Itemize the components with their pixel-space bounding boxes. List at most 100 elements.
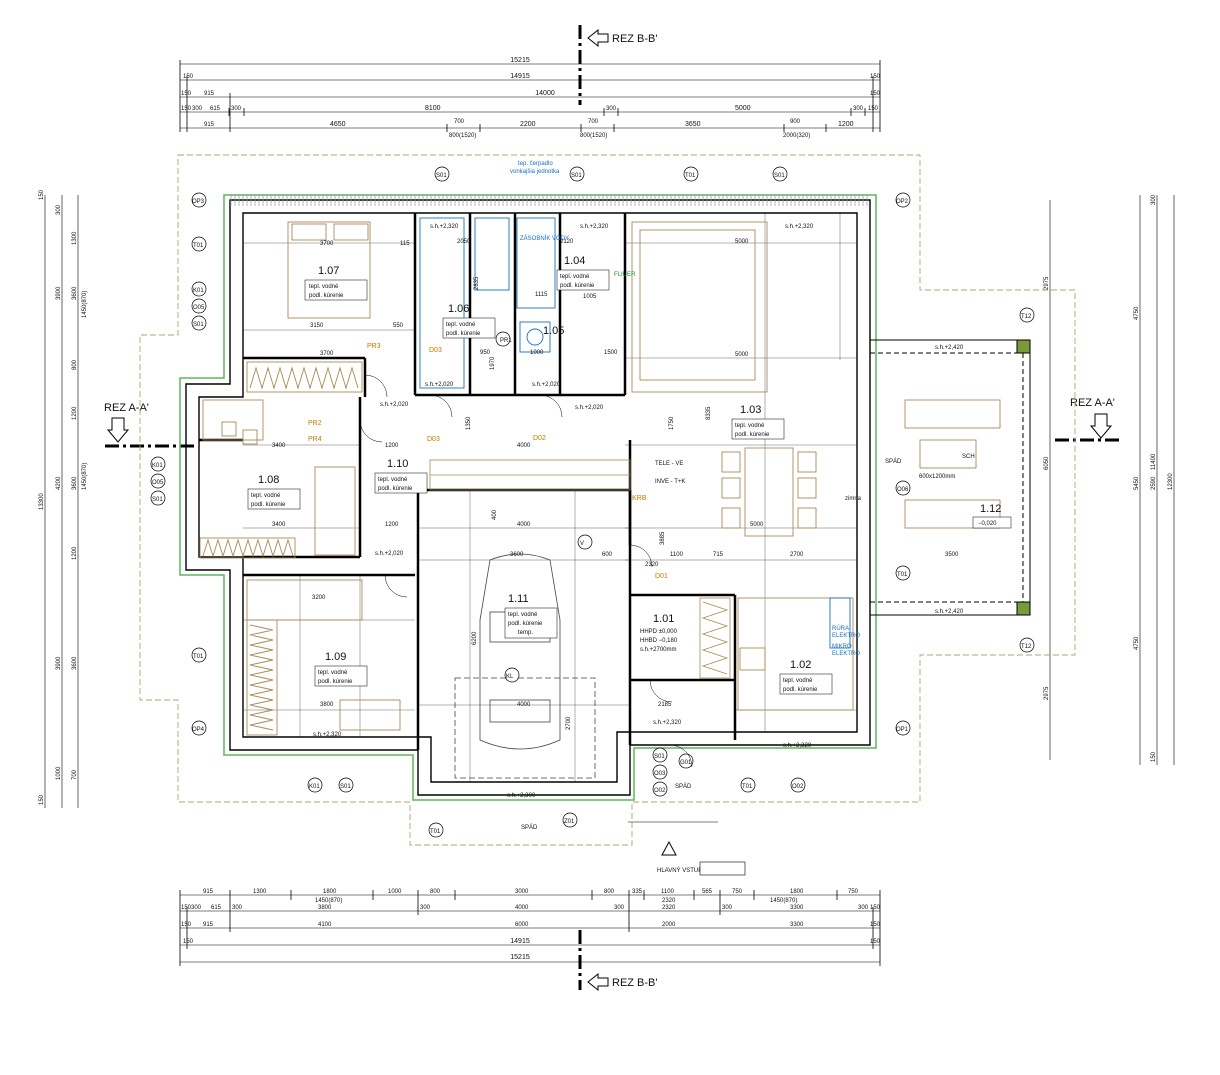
svg-text:150: 150: [183, 939, 194, 945]
svg-text:T01: T01: [742, 784, 753, 790]
svg-text:1100: 1100: [661, 889, 675, 895]
svg-text:s.h.+2,020: s.h.+2,020: [425, 382, 454, 388]
svg-text:podl. kúrenie: podl. kúrenie: [251, 502, 286, 508]
svg-text:tepl. vodné: tepl. vodné: [318, 670, 348, 676]
svg-text:D03: D03: [429, 347, 442, 354]
svg-text:T01: T01: [897, 572, 908, 578]
svg-text:3700: 3700: [320, 241, 334, 247]
room-labels: 1.07 tepl. vodné podl. kúrenie 1.06 tepl…: [247, 255, 1012, 695]
svg-text:915: 915: [203, 889, 214, 895]
dimension-text-right: 2975 6050 2975 4750 5450 11400 12300 475…: [1044, 194, 1174, 762]
svg-text:1000: 1000: [56, 766, 62, 780]
svg-text:1.10: 1.10: [387, 458, 408, 470]
svg-text:2200: 2200: [520, 121, 536, 128]
svg-text:3650: 3650: [685, 121, 701, 128]
svg-text:300: 300: [192, 106, 203, 112]
svg-text:D01: D01: [655, 573, 668, 580]
svg-text:O05: O05: [193, 305, 205, 311]
svg-text:400: 400: [492, 509, 498, 520]
svg-text:s.h.+2,420: s.h.+2,420: [935, 609, 964, 615]
bathroom-fixtures: [419, 217, 851, 649]
section-label-bb-bottom: REZ B-B': [612, 977, 658, 989]
svg-text:800(1520): 800(1520): [449, 133, 476, 139]
svg-text:1450(870): 1450(870): [770, 898, 797, 904]
svg-text:s.h.+2,020: s.h.+2,020: [375, 551, 404, 557]
svg-text:1200: 1200: [838, 121, 854, 128]
svg-text:300: 300: [1151, 194, 1157, 205]
svg-text:S01: S01: [193, 322, 204, 328]
svg-text:podl. kúrenie: podl. kúrenie: [783, 687, 818, 693]
svg-text:6050: 6050: [1044, 456, 1050, 470]
svg-text:1800: 1800: [790, 889, 804, 895]
svg-text:1450(870): 1450(870): [82, 291, 88, 318]
svg-text:1005: 1005: [583, 294, 597, 300]
svg-text:OP3: OP3: [192, 199, 205, 205]
svg-text:OP1: OP1: [896, 727, 909, 733]
svg-text:s.h.+2,020: s.h.+2,020: [575, 405, 604, 411]
svg-text:1.09: 1.09: [325, 651, 346, 663]
svg-text:15215: 15215: [510, 57, 530, 64]
svg-text:V: V: [580, 541, 584, 547]
svg-text:1300: 1300: [72, 231, 78, 245]
svg-text:K01: K01: [193, 288, 204, 294]
svg-text:T01: T01: [193, 654, 204, 660]
svg-text:KRB: KRB: [632, 495, 647, 502]
svg-text:300: 300: [191, 905, 202, 911]
svg-text:HLAVNÝ VSTUP: HLAVNÝ VSTUP: [657, 867, 702, 874]
svg-text:1970: 1970: [490, 356, 496, 370]
svg-text:podl. kúrenie: podl. kúrenie: [446, 331, 481, 337]
svg-text:915: 915: [203, 922, 214, 928]
svg-text:4750: 4750: [1134, 306, 1140, 320]
svg-text:S01: S01: [654, 754, 665, 760]
svg-text:750: 750: [848, 889, 859, 895]
svg-text:8335: 8335: [706, 406, 712, 420]
svg-text:1200: 1200: [385, 522, 399, 528]
svg-text:2185: 2185: [658, 702, 672, 708]
sill-height-labels: s.h.+2,320 s.h.+2,320 s.h.+2,320 s.h.+2,…: [313, 224, 964, 799]
svg-text:s.h.+2,300: s.h.+2,300: [507, 793, 536, 799]
svg-text:T12: T12: [1021, 644, 1032, 650]
svg-text:3600: 3600: [72, 286, 78, 300]
svg-text:PR4: PR4: [308, 436, 322, 443]
svg-text:600x1200mm: 600x1200mm: [919, 474, 955, 480]
svg-text:O03: O03: [654, 771, 666, 777]
construction-grid: [243, 213, 857, 782]
svg-text:SPÁD: SPÁD: [521, 824, 538, 831]
svg-text:2590: 2590: [1151, 476, 1157, 490]
svg-text:750: 750: [732, 889, 743, 895]
svg-text:G01: G01: [680, 760, 692, 766]
svg-text:700: 700: [72, 769, 78, 780]
svg-text:s.h.+2700mm: s.h.+2700mm: [640, 647, 677, 653]
svg-text:150: 150: [870, 939, 881, 945]
svg-text:950: 950: [480, 350, 491, 356]
svg-text:PR3: PR3: [367, 343, 381, 350]
svg-text:Z01: Z01: [564, 819, 575, 825]
svg-text:s.h.+2,020: s.h.+2,020: [532, 382, 561, 388]
svg-text:150: 150: [181, 922, 192, 928]
svg-text:SCH: SCH: [962, 454, 975, 460]
svg-text:temp.: temp.: [518, 630, 533, 636]
svg-text:300: 300: [232, 905, 243, 911]
svg-text:ZÁSOBNÍK VODY: ZÁSOBNÍK VODY: [520, 235, 569, 242]
dimension-text-bottom: 915 1300 1800 1000 800 3000 800 335 1100…: [181, 889, 881, 961]
svg-text:615: 615: [211, 905, 222, 911]
svg-text:4650: 4650: [330, 121, 346, 128]
svg-text:s.h.+2,320: s.h.+2,320: [430, 224, 459, 230]
svg-text:150: 150: [183, 74, 194, 80]
section-cut-aa-left: REZ A-A': [104, 402, 195, 448]
svg-text:2050: 2050: [457, 239, 471, 245]
svg-text:3300: 3300: [790, 905, 804, 911]
furniture: [199, 221, 1001, 736]
svg-text:1115: 1115: [535, 292, 548, 298]
svg-text:2975: 2975: [1044, 276, 1050, 290]
insulation-outline: [179, 194, 877, 801]
svg-text:PR2: PR2: [308, 420, 322, 427]
svg-text:300: 300: [420, 905, 431, 911]
svg-text:s.h.+2,320: s.h.+2,320: [783, 743, 812, 749]
svg-text:podl. kúrenie: podl. kúrenie: [560, 283, 595, 289]
svg-text:300: 300: [56, 204, 62, 215]
svg-text:700: 700: [454, 119, 465, 125]
svg-text:615: 615: [210, 106, 221, 112]
svg-text:6200: 6200: [472, 631, 478, 645]
svg-text:K01: K01: [152, 463, 163, 469]
